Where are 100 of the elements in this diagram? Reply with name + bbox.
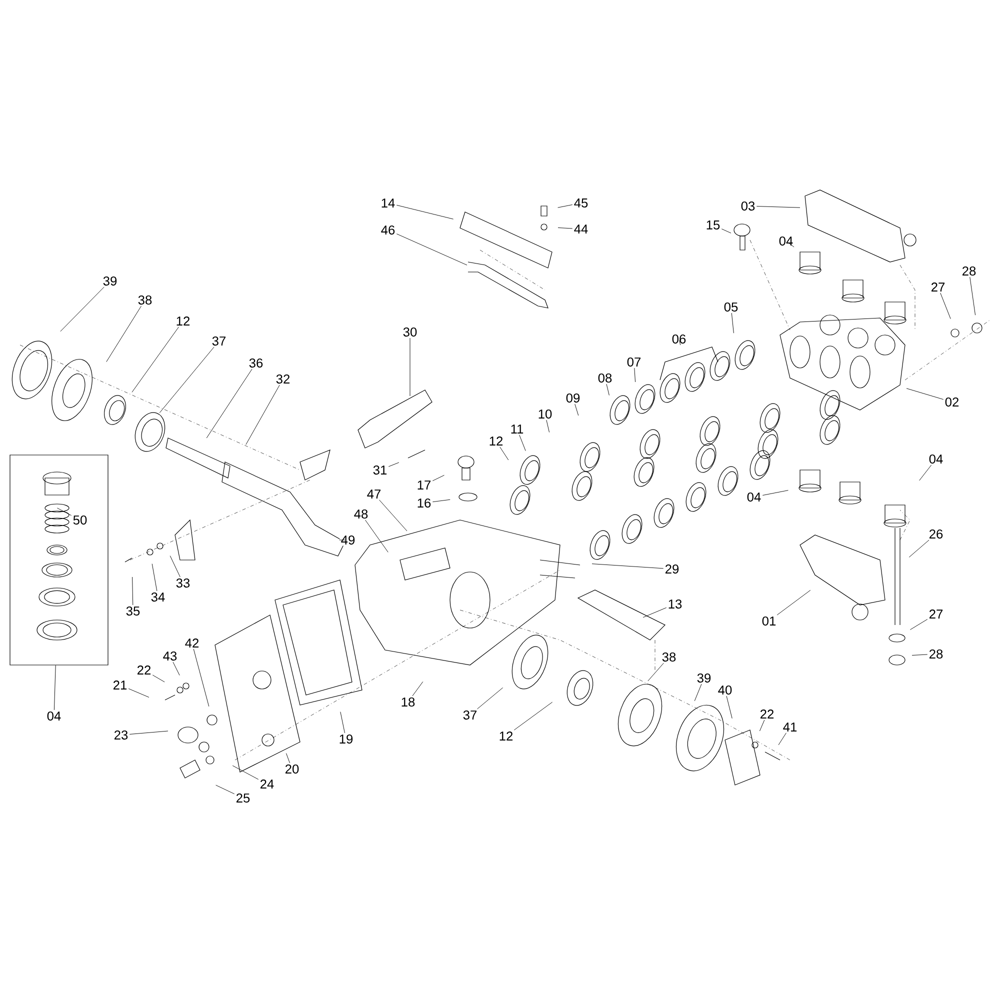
- leader-line: [694, 684, 702, 702]
- leader-line: [216, 784, 235, 794]
- callout-number: 28: [928, 648, 944, 660]
- leader-line: [759, 720, 765, 732]
- callout-number: 39: [102, 275, 118, 287]
- callout-number: 39: [696, 672, 712, 684]
- leader-line: [232, 765, 259, 780]
- leader-line: [776, 590, 811, 616]
- callout-number: 05: [722, 301, 740, 313]
- callout-number: 33: [174, 577, 192, 589]
- leader-line: [432, 499, 450, 502]
- leader-line: [388, 462, 400, 467]
- callout-number: 19: [338, 733, 354, 745]
- callout-number: 42: [184, 637, 200, 649]
- leader-line: [642, 607, 667, 618]
- callout-number: 20: [284, 763, 300, 775]
- leader-line: [500, 446, 509, 460]
- leader-line: [340, 712, 345, 734]
- callout-number: 04: [746, 491, 762, 503]
- callout-number: 41: [782, 721, 798, 733]
- callout-number: 21: [112, 679, 128, 691]
- callout-number: 01: [760, 615, 778, 627]
- leader-line: [193, 648, 210, 707]
- leader-line: [132, 326, 179, 392]
- leader-line: [56, 508, 72, 516]
- leader-line: [412, 681, 424, 696]
- callout-number: 27: [930, 281, 946, 293]
- callout-number: 31: [372, 464, 388, 476]
- callout-number: 12: [174, 315, 192, 327]
- callout-number: 11: [509, 423, 525, 435]
- leader-line: [558, 227, 573, 229]
- callout-number: 37: [462, 709, 478, 721]
- callout-number: 17: [416, 479, 432, 491]
- leader-line: [919, 464, 932, 481]
- leader-line: [606, 384, 610, 396]
- callout-number: 43: [162, 650, 178, 662]
- callout-number: 15: [704, 219, 722, 231]
- leader-line: [152, 674, 165, 682]
- callout-number: 06: [670, 333, 688, 345]
- leader-line: [721, 228, 732, 234]
- leader-line: [546, 420, 550, 433]
- callout-number: 50: [72, 514, 88, 526]
- callout-number: 04: [778, 235, 794, 247]
- callout-number: 36: [248, 357, 264, 369]
- callout-number: 12: [498, 730, 514, 742]
- callout-number: 40: [716, 684, 734, 696]
- leader-line: [396, 234, 468, 266]
- callout-number: 46: [380, 224, 396, 236]
- callout-number: 35: [124, 605, 142, 617]
- leader-line: [396, 204, 454, 220]
- leader-line: [54, 665, 56, 710]
- callout-number: 47: [366, 488, 382, 500]
- callout-number: 04: [46, 710, 62, 722]
- leader-line: [170, 556, 180, 578]
- leader-line: [206, 368, 252, 438]
- leader-line: [106, 306, 142, 362]
- leader-line: [519, 434, 526, 452]
- callout-number: 23: [112, 729, 130, 741]
- leader-line: [788, 242, 794, 248]
- callout-number: 34: [150, 591, 166, 603]
- leader-line: [592, 564, 664, 569]
- leader-line: [172, 662, 180, 676]
- callout-number: 27: [928, 608, 944, 620]
- callout-number: 38: [136, 294, 154, 306]
- leader-line: [648, 662, 664, 682]
- callout-number: 24: [258, 778, 276, 790]
- callout-number: 18: [400, 696, 416, 708]
- kit-frame: [10, 454, 108, 666]
- callout-number: 16: [416, 497, 432, 509]
- callout-number: 02: [944, 396, 960, 408]
- leader-line: [634, 368, 636, 382]
- callout-number: 28: [960, 265, 978, 277]
- leader-line: [970, 276, 976, 316]
- leader-line: [731, 312, 734, 334]
- callout-number: 04: [928, 453, 944, 465]
- leader-line: [726, 696, 732, 719]
- callout-number: 48: [352, 508, 370, 520]
- leader-line: [159, 346, 214, 414]
- callout-number: 45: [572, 197, 590, 209]
- leader-line: [365, 520, 388, 552]
- callout-number: 13: [666, 598, 684, 610]
- leader-line: [679, 340, 681, 346]
- callout-number: 37: [210, 335, 228, 347]
- callout-number: 38: [660, 651, 678, 663]
- callout-number: 07: [626, 356, 642, 368]
- callout-number: 22: [758, 708, 776, 720]
- callout-number: 29: [664, 563, 680, 575]
- callout-number: 22: [136, 664, 152, 676]
- leader-line: [152, 564, 158, 592]
- callout-number: 03: [740, 200, 756, 212]
- callout-number: 49: [340, 534, 356, 546]
- callout-number: 25: [234, 792, 252, 804]
- leader-line: [762, 490, 788, 496]
- leader-line: [246, 384, 280, 445]
- leader-line: [910, 619, 928, 630]
- leader-line: [912, 654, 928, 656]
- leader-line: [756, 206, 800, 208]
- leader-line: [558, 204, 573, 208]
- callout-number: 12: [488, 435, 504, 447]
- leader-line: [906, 388, 944, 400]
